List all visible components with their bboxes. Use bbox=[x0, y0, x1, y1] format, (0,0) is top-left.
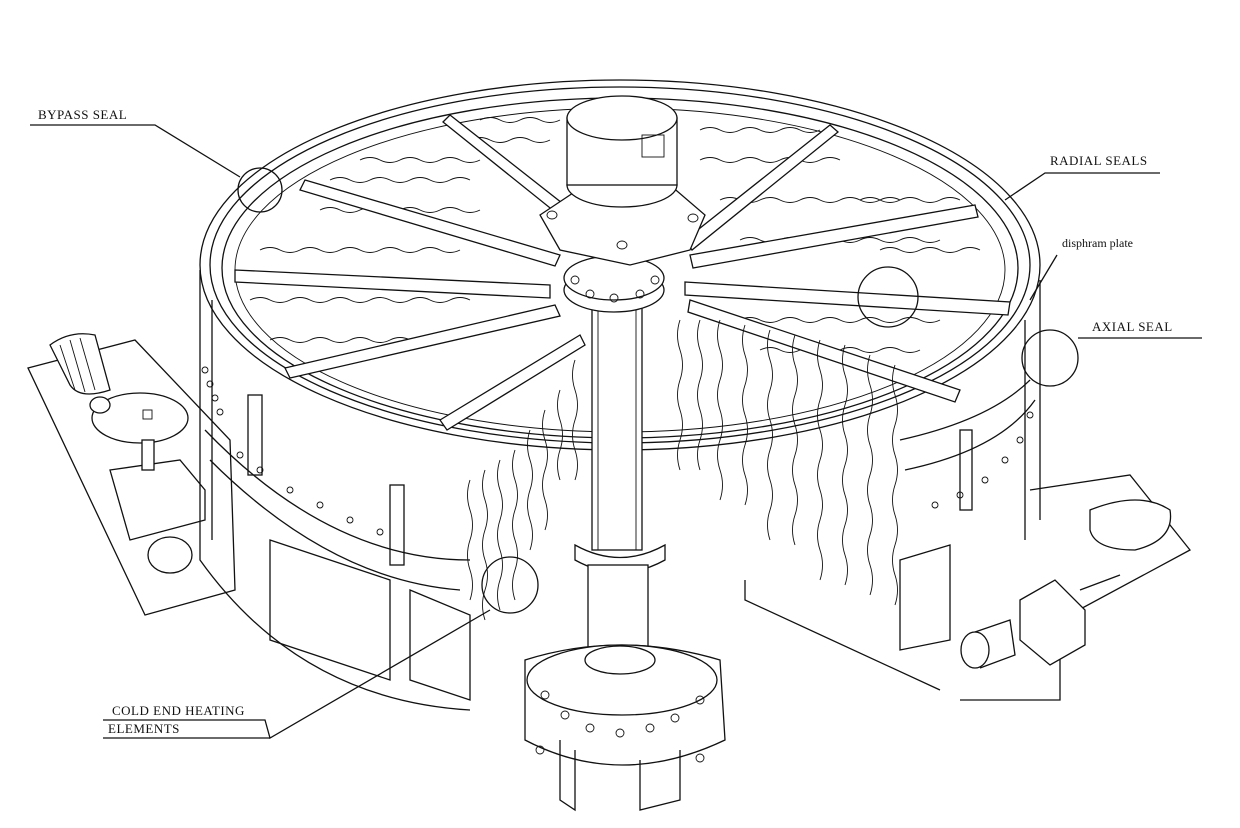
bypass-seal-leader bbox=[30, 124, 241, 178]
top-bearing bbox=[539, 95, 706, 266]
bypass-seal-label: BYPASS SEAL bbox=[38, 107, 128, 122]
rotor-shell bbox=[199, 270, 1041, 711]
central-shaft bbox=[563, 255, 666, 666]
cold-end-callout-circle bbox=[481, 556, 539, 614]
axial-seal-label: AXIAL SEAL bbox=[1092, 319, 1173, 334]
right-drive-unit bbox=[960, 474, 1191, 701]
bottom-bearing bbox=[524, 644, 726, 812]
bypass-seal-callout-circle bbox=[237, 167, 283, 213]
diaphragm-plate-leader bbox=[1029, 254, 1058, 301]
pin-rack bbox=[201, 366, 1034, 536]
cold-end-heating-elements-label-line1: COLD END HEATING bbox=[112, 703, 245, 718]
cold-end-heating-elements-label-line2: ELEMENTS bbox=[108, 721, 180, 736]
radial-seals-label: RADIAL SEALS bbox=[1050, 153, 1148, 168]
diaphragm-plate-callout-circle bbox=[857, 266, 919, 328]
left-drive-unit bbox=[27, 333, 236, 616]
leader-lines bbox=[30, 124, 1202, 739]
diaphragm-plate-label: disphram plate bbox=[1062, 236, 1133, 250]
cold-end-elements-right bbox=[677, 319, 941, 691]
cold-end-leader bbox=[103, 609, 491, 739]
radial-seals-leader bbox=[1004, 172, 1160, 201]
radial-seal-bars bbox=[234, 114, 1011, 431]
cold-end-elements-left bbox=[467, 359, 578, 621]
axial-seal-callout-circle bbox=[1021, 329, 1079, 387]
callout-circles bbox=[237, 167, 1079, 614]
